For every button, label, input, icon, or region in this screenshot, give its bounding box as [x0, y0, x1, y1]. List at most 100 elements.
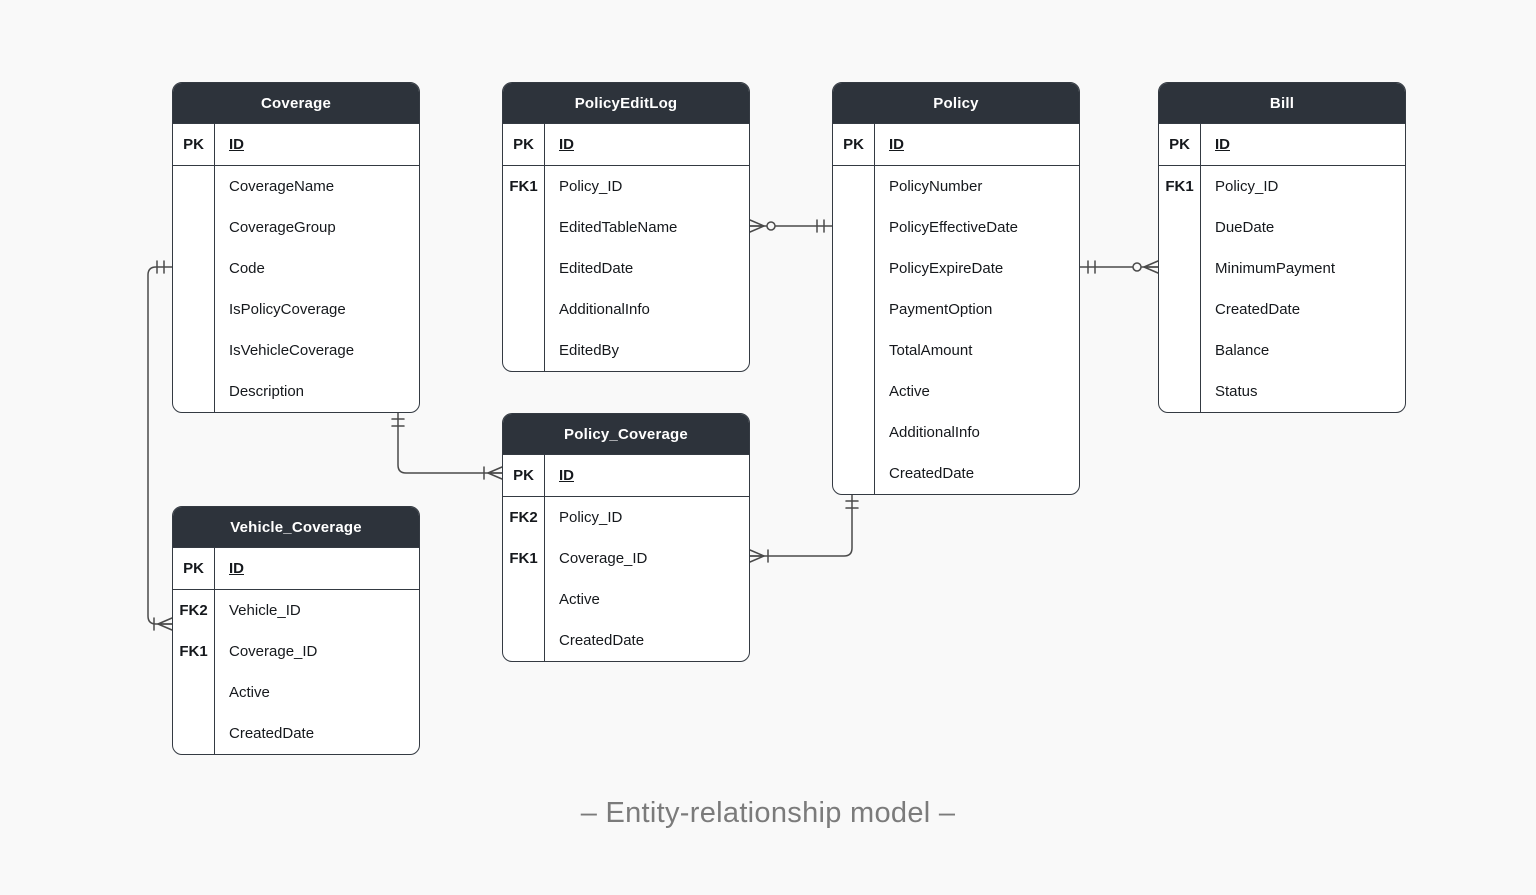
- key-label: PK: [173, 124, 215, 165]
- key-label: [173, 166, 215, 207]
- diagram-caption: – Entity-relationship model –: [580, 797, 956, 829]
- field-name: Policy_ID: [1215, 178, 1279, 195]
- key-label: [173, 289, 215, 330]
- field-name: CoverageGroup: [229, 219, 336, 236]
- key-label: FK2: [503, 497, 545, 538]
- attribute-row: Active: [833, 371, 1079, 412]
- field-name: ID: [559, 467, 574, 484]
- relationship-line: [749, 490, 853, 557]
- field-name: Coverage_ID: [559, 550, 648, 567]
- attribute-row: Active: [173, 672, 419, 713]
- key-label: FK1: [503, 538, 545, 579]
- attribute-row: TotalAmount: [833, 330, 1079, 371]
- field-name: CreatedDate: [559, 632, 645, 649]
- field-name: AdditionalInfo: [889, 424, 980, 441]
- field-name: EditedBy: [559, 342, 620, 359]
- field-name: DueDate: [1215, 219, 1275, 236]
- field-name: ID: [889, 136, 904, 153]
- crow-foot-many-marker: [749, 219, 765, 233]
- field-name: IsPolicyCoverage: [229, 301, 346, 318]
- key-label: [833, 371, 875, 412]
- field-name: Vehicle_ID: [229, 602, 301, 619]
- attribute-row: CreatedDate: [1159, 289, 1405, 330]
- key-label: [833, 412, 875, 453]
- attribute-row: PolicyExpireDate: [833, 248, 1079, 289]
- field-name: Description: [229, 383, 305, 400]
- field-name: IsVehicleCoverage: [229, 342, 355, 359]
- attribute-row: Balance: [1159, 330, 1405, 371]
- entity-title: Policy: [833, 83, 1079, 124]
- zero-circle-marker: [766, 221, 776, 231]
- field-name: ID: [229, 560, 244, 577]
- field-name: Code: [229, 260, 265, 277]
- field-name: Active: [889, 383, 930, 400]
- key-label: [503, 289, 545, 330]
- key-label: [833, 330, 875, 371]
- key-label: FK1: [503, 166, 545, 207]
- attribute-row: PolicyEffectiveDate: [833, 207, 1079, 248]
- field-name: CreatedDate: [1215, 301, 1301, 318]
- key-label: [1159, 248, 1201, 289]
- attribute-row: IsPolicyCoverage: [173, 289, 419, 330]
- crow-foot-many-marker: [157, 617, 173, 631]
- key-label: [173, 207, 215, 248]
- key-label: FK1: [1159, 166, 1201, 207]
- attribute-row: EditedDate: [503, 248, 749, 289]
- key-label: [173, 371, 215, 412]
- key-label: FK1: [173, 631, 215, 672]
- key-label: [833, 207, 875, 248]
- relationship-line: [147, 266, 173, 625]
- one-and-only-one-marker: [816, 219, 825, 233]
- entity-title: Policy_Coverage: [503, 414, 749, 455]
- field-name: CreatedDate: [229, 725, 315, 742]
- field-name: PolicyNumber: [889, 178, 983, 195]
- primary-key-row: PK ID: [833, 124, 1079, 166]
- entity-title: PolicyEditLog: [503, 83, 749, 124]
- relationship-coverage-policycoverage: [391, 408, 503, 480]
- field-name: Active: [229, 684, 270, 701]
- attribute-row: PaymentOption: [833, 289, 1079, 330]
- field-name: PolicyEffectiveDate: [889, 219, 1018, 236]
- key-label: [503, 579, 545, 620]
- key-label: PK: [1159, 124, 1201, 165]
- zero-circle-marker: [1132, 262, 1142, 272]
- entity-title: Bill: [1159, 83, 1405, 124]
- key-label: [833, 289, 875, 330]
- field-name: Balance: [1215, 342, 1270, 359]
- field-name: Policy_ID: [559, 178, 623, 195]
- attribute-row: FK1 Policy_ID: [1159, 166, 1405, 207]
- attribute-row: CoverageGroup: [173, 207, 419, 248]
- one-and-only-one-marker: [1087, 260, 1096, 274]
- one-and-only-one-marker: [845, 500, 859, 509]
- attribute-row: Code: [173, 248, 419, 289]
- crow-foot-many-marker: [487, 466, 503, 480]
- attribute-row: EditedTableName: [503, 207, 749, 248]
- attribute-row: EditedBy: [503, 330, 749, 371]
- key-label: [503, 330, 545, 371]
- key-label: PK: [833, 124, 875, 165]
- attribute-row: AdditionalInfo: [503, 289, 749, 330]
- field-name: PolicyExpireDate: [889, 260, 1004, 277]
- attribute-row: CreatedDate: [173, 713, 419, 754]
- key-label: PK: [173, 548, 215, 589]
- attribute-row: AdditionalInfo: [833, 412, 1079, 453]
- attribute-row: CoverageName: [173, 166, 419, 207]
- key-label: [173, 672, 215, 713]
- field-name: Active: [559, 591, 600, 608]
- key-label: [1159, 330, 1201, 371]
- field-name: PaymentOption: [889, 301, 993, 318]
- key-label: [833, 248, 875, 289]
- attribute-row: PolicyNumber: [833, 166, 1079, 207]
- attribute-row: Status: [1159, 371, 1405, 412]
- relationship-coverage-vehiclecoverage: [147, 260, 173, 631]
- attribute-row: Active: [503, 579, 749, 620]
